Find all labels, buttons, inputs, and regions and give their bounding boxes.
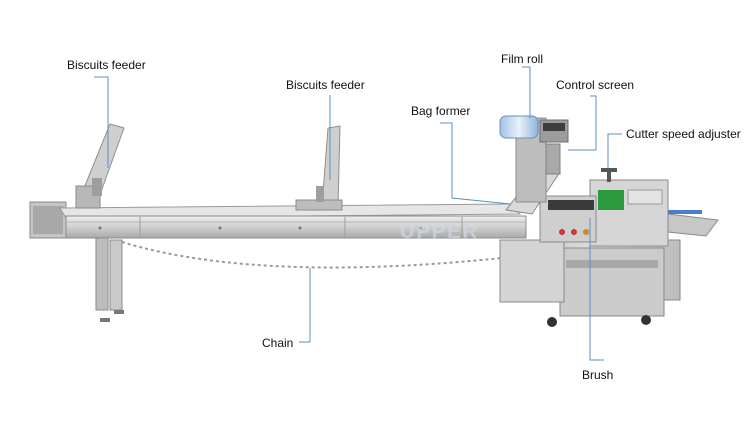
control-panel-housing — [589, 179, 669, 247]
outfeed-belt — [668, 210, 702, 214]
leader-biscuits-feeder-1 — [94, 76, 109, 168]
leader-film-roll — [522, 66, 531, 118]
label-biscuits-feeder-2: Biscuits feeder — [286, 78, 365, 92]
label-brush: Brush — [582, 368, 614, 382]
infeed-conveyor — [59, 203, 527, 239]
label-cutter-speed-adjuster: Cutter speed adjuster — [626, 127, 741, 141]
outfeed-conveyor — [667, 213, 719, 237]
biscuits-feeder-2 — [295, 125, 343, 211]
leader-cutter-speed-adjuster — [607, 133, 622, 168]
biscuits-feeder-1 — [75, 123, 125, 209]
leader-lines — [94, 66, 622, 361]
watermark-text: UPPER — [400, 221, 479, 243]
label-bag-former: Bag former — [411, 104, 471, 118]
label-film-roll: Film roll — [501, 52, 543, 66]
cutter-speed-adjuster — [601, 168, 617, 182]
label-control-screen: Control screen — [556, 78, 635, 92]
leader-bag-former — [440, 122, 511, 205]
leader-brush — [589, 218, 604, 361]
conveyor-end-box — [29, 201, 67, 239]
support-leg — [95, 237, 124, 322]
film-roll-tower — [499, 115, 569, 203]
label-chain: Chain — [262, 336, 294, 350]
leader-control-screen — [568, 95, 597, 151]
hanging-chain — [121, 241, 521, 269]
label-biscuits-feeder-1: Biscuits feeder — [67, 58, 146, 72]
leader-chain — [299, 268, 311, 343]
